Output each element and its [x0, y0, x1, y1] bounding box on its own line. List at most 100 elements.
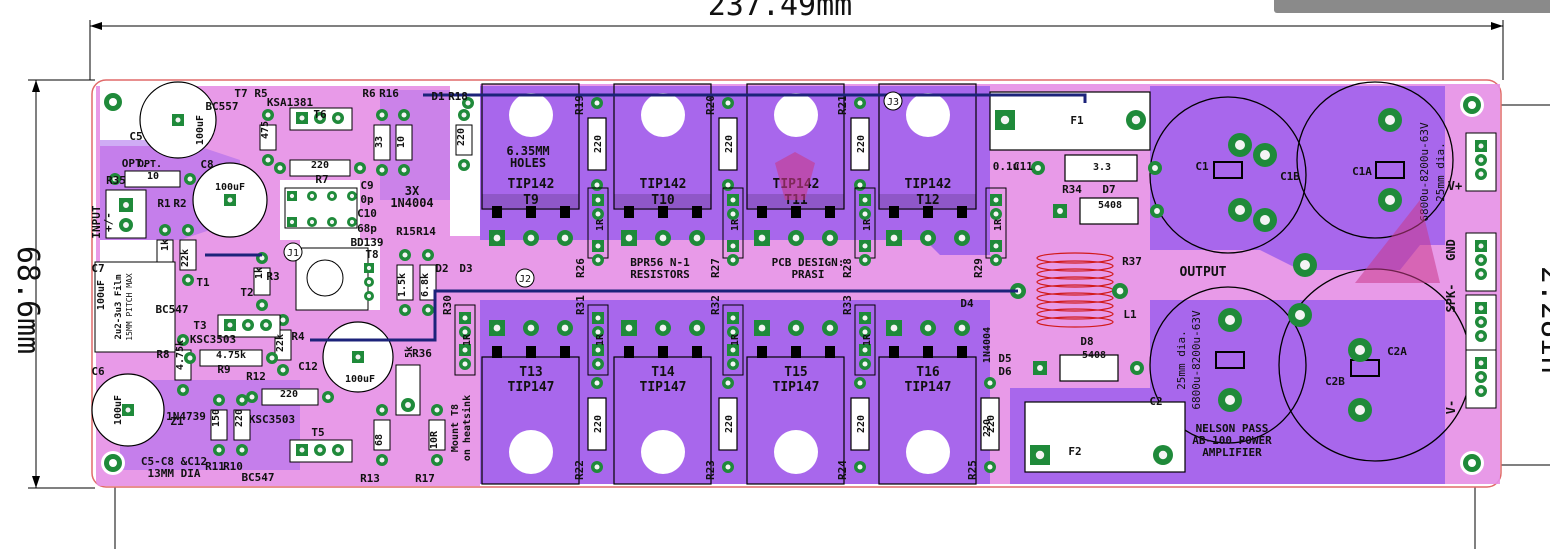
resistor-ref: R19 — [573, 95, 586, 115]
component-ref-label: BD139 — [350, 236, 383, 249]
pad-hole — [1235, 205, 1245, 215]
transistor-mount-hole — [509, 430, 553, 474]
component-value-label: 1k — [254, 267, 265, 279]
pad-hole — [462, 347, 468, 353]
component-value-label: 100uF — [96, 280, 107, 310]
pad-hole — [1478, 271, 1484, 277]
pad-hole — [280, 317, 286, 323]
inductor-winding — [1036, 292, 1114, 304]
copper-plane-supply-top — [1150, 86, 1445, 270]
resistor-value: 220 — [856, 415, 867, 433]
pad-hole — [561, 324, 569, 332]
component-ref-label: C1 — [1195, 160, 1209, 173]
component-value-label: 68 — [374, 434, 385, 446]
note-heatsink: Mount T8 — [450, 404, 461, 452]
component-ref-label: R16 — [379, 87, 399, 100]
component-value-label: 5408 — [1082, 350, 1106, 361]
pad-hole — [659, 324, 667, 332]
pad-hole — [1478, 319, 1484, 325]
transistor-lead — [492, 206, 502, 218]
component-ref-label: C8 — [200, 158, 213, 171]
pad-hole — [239, 447, 245, 453]
pad-hole — [862, 197, 868, 203]
pad-hole — [1057, 208, 1063, 214]
pad-hole — [265, 112, 271, 118]
emitter-resistor-value: 1R — [862, 333, 873, 346]
transistor-part: TIP147 — [508, 380, 555, 395]
transistor-ref: T16 — [916, 365, 940, 380]
transistor-lead — [560, 346, 570, 358]
emitter-resistor-ref: R31 — [574, 295, 587, 315]
pad-hole — [329, 219, 335, 225]
resistor-body — [261, 388, 319, 406]
pad-hole — [462, 329, 468, 335]
transistor-lead — [757, 346, 767, 358]
capacitor-outline — [1149, 286, 1307, 444]
fuse-holder — [989, 91, 1151, 151]
component-ref-label: BC547 — [241, 471, 274, 484]
transistor-lead — [923, 206, 933, 218]
pad-hole — [335, 115, 341, 121]
component-value-label: 4.75k — [175, 340, 186, 370]
resistor-value: 220 — [593, 135, 604, 153]
component-ref-label: OPT. — [122, 157, 149, 170]
pad-hole — [1225, 395, 1235, 405]
pad-hole — [402, 307, 408, 313]
component-value-label: 22k — [180, 249, 191, 267]
component-ref-label: C1A — [1352, 165, 1372, 178]
pad-hole — [349, 193, 355, 199]
component-ref-label: KSC3503 — [190, 333, 236, 346]
pad-hole — [1300, 260, 1310, 270]
pad-hole — [1000, 115, 1010, 125]
emitter-resistor-outline — [587, 304, 609, 376]
resistor-body — [233, 409, 251, 441]
copper-plane-vas — [380, 90, 450, 200]
pad-hole — [1478, 360, 1484, 366]
terminal-label-gnd: GND — [1444, 239, 1458, 261]
transistor-mount-hole — [774, 430, 818, 474]
component-ref-label: D6 — [998, 365, 1012, 378]
transistor-part: TIP147 — [773, 380, 820, 395]
component-ref-label: R13 — [360, 472, 380, 485]
resistor-body — [587, 117, 607, 171]
component-ref-label: R6 — [362, 87, 376, 100]
pad-hole — [402, 252, 408, 258]
pad-hole — [1478, 333, 1484, 339]
note-design: PCB DESIGN:PRASI — [772, 256, 845, 281]
component-value-label: 1.5k — [397, 273, 408, 297]
dimension-arrow-left — [90, 22, 102, 30]
note-input: +/- — [102, 212, 115, 232]
pad-hole — [185, 227, 191, 233]
transistor-part: TIP142 — [508, 177, 555, 192]
pad-hole — [987, 464, 993, 470]
component-ref-label: D4 — [960, 297, 974, 310]
pad-hole — [216, 397, 222, 403]
component-ref-label: F2 — [1068, 445, 1081, 458]
pad-hole — [595, 243, 601, 249]
pad-hole — [265, 157, 271, 163]
component-value-label: 100uF — [113, 395, 124, 425]
pad-hole — [594, 464, 600, 470]
pad-hole — [366, 265, 372, 271]
transistor-ref: T13 — [519, 365, 542, 380]
component-ref-label: D8 — [1080, 335, 1093, 348]
component-value-label: 150 — [211, 409, 222, 427]
emitter-resistor-value: 1R — [993, 218, 1004, 231]
transistor-body — [879, 194, 976, 208]
component-ref-label: L1 — [1123, 308, 1137, 321]
component-ref-label: C6 — [91, 365, 105, 378]
capacitor-polarity — [1213, 161, 1243, 179]
dimension-height-label: 68.6mm — [10, 246, 45, 354]
component-value-label: 220 — [982, 419, 993, 437]
transistor-ref: T10 — [651, 193, 675, 208]
emitter-resistor-ref: R32 — [709, 295, 722, 315]
component-ref-label: R12 — [246, 370, 266, 383]
component-value-label: 10 — [147, 171, 159, 182]
note-output: OUTPUT — [1180, 265, 1227, 280]
note-resistors-line: RESISTORS — [630, 268, 690, 281]
component-ref-label: C2 — [1149, 395, 1162, 408]
pad-hole — [1235, 140, 1245, 150]
resistor-body — [124, 170, 181, 188]
pad-hole — [379, 112, 385, 118]
